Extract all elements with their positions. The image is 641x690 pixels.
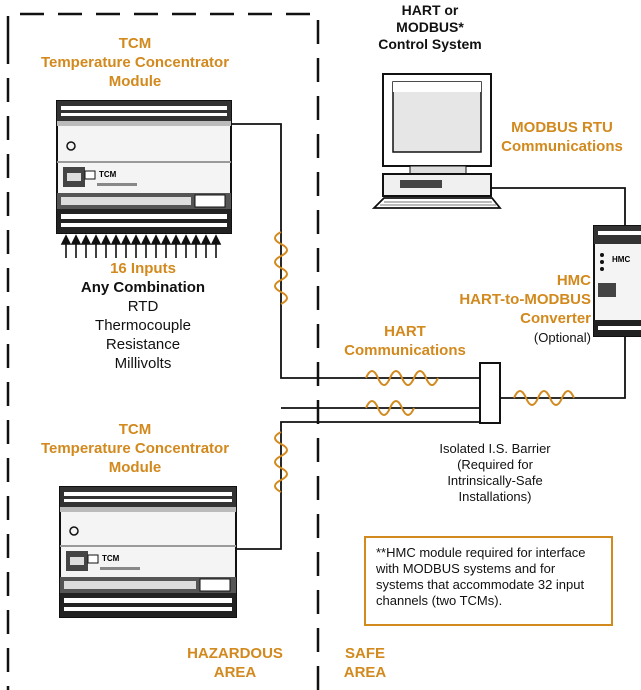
tcm-top-title: TCM Temperature Concentrator Module	[40, 35, 230, 90]
input-type-rtd: RTD	[127, 298, 159, 315]
hmc-optional: (Optional)	[533, 330, 591, 345]
hart-signal-waves	[274, 231, 575, 493]
hart-comm-label: HART Communications	[344, 323, 466, 359]
hmc-title: HMC HART-to-MODBUS Converter	[459, 272, 591, 327]
hmc-device-label: HMC	[612, 255, 630, 264]
input-arrows	[60, 234, 222, 258]
inputs-block: 16 Inputs Any Combination RTD Thermocoup…	[58, 259, 228, 373]
hmc-module: HMC	[593, 225, 641, 337]
input-type-resistance: Resistance	[105, 336, 181, 353]
control-system-label: HART or MODBUS* Control System	[378, 2, 482, 52]
input-type-thermocouple: Thermocouple	[95, 317, 191, 334]
wiring	[231, 123, 626, 550]
safe-area-label: SAFE AREA	[343, 645, 387, 681]
barrier-label: Isolated I.S. Barrier (Required for Intr…	[439, 441, 551, 504]
tcm-top-device-label: TCM	[99, 170, 117, 179]
tcm-module-top: TCM	[56, 100, 232, 234]
inputs-heading: 16 Inputs	[110, 260, 176, 277]
hmc-note-box: **HMC module required for interface with…	[364, 536, 613, 626]
tcm-module-bottom: TCM	[59, 486, 237, 618]
is-barrier	[479, 362, 501, 424]
tcm-bottom-device-label: TCM	[102, 554, 120, 563]
hmc-note-text: **HMC module required for interface with…	[376, 545, 586, 608]
hazardous-area-label: HAZARDOUS AREA	[187, 645, 283, 681]
tcm-bottom-title: TCM Temperature Concentrator Module	[40, 421, 230, 476]
input-type-millivolts: Millivolts	[114, 355, 172, 372]
inputs-subheading: Any Combination	[80, 279, 206, 296]
hazardous-area-boundary	[6, 12, 320, 690]
control-system-computer	[371, 73, 502, 209]
modbus-comm-label: MODBUS RTU Communications	[501, 119, 623, 155]
